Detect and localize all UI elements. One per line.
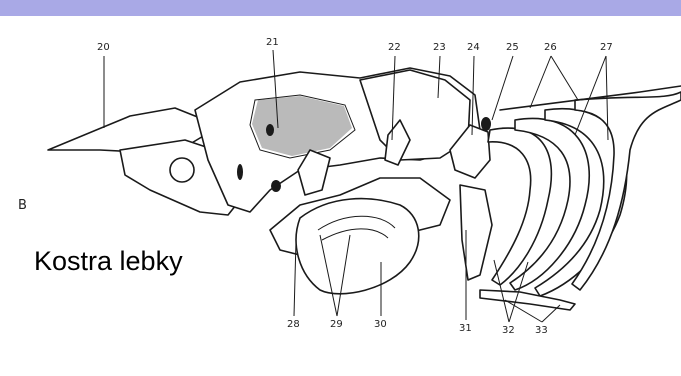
label-25: 25: [506, 42, 519, 53]
figure-letter: B: [18, 198, 27, 213]
label-30: 30: [374, 319, 387, 330]
ceratohyal-arc: [296, 199, 419, 294]
branchial-element: [460, 185, 492, 280]
label-21: 21: [266, 37, 279, 48]
foramen-dark-3: [237, 164, 243, 180]
label-26: 26: [544, 42, 557, 53]
foramen-dark-2: [271, 180, 281, 192]
ventral-bar: [480, 290, 575, 310]
label-31: 31: [459, 323, 472, 334]
atlas-foramen: [481, 117, 491, 131]
label-22: 22: [388, 42, 401, 53]
label-27: 27: [600, 42, 613, 53]
label-20: 20: [97, 42, 110, 53]
orbit: [170, 158, 194, 182]
label-32: 32: [502, 325, 515, 336]
label-28: 28: [287, 319, 300, 330]
label-24: 24: [467, 42, 480, 53]
label-33: 33: [535, 325, 548, 336]
label-23: 23: [433, 42, 446, 53]
label-29: 29: [330, 319, 343, 330]
caption-text: Kostra lebky: [34, 246, 183, 277]
foramen-dark-1: [266, 124, 274, 136]
